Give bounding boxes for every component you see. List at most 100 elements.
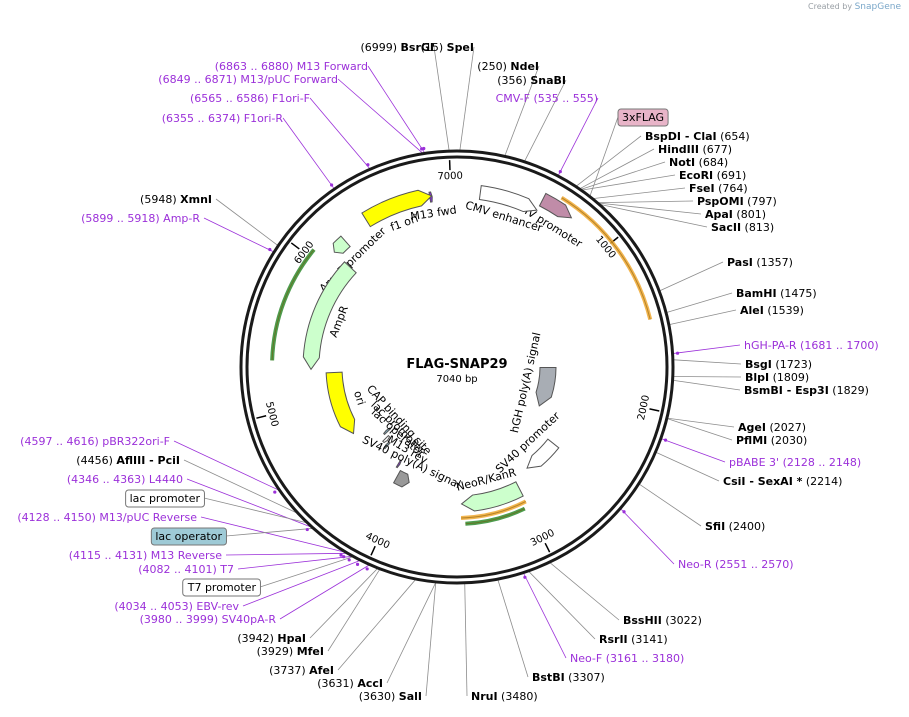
enzyme-position: (1357) xyxy=(753,256,793,269)
label-rsrii: RsrII (3141) xyxy=(599,633,668,646)
feature-neor xyxy=(460,481,524,512)
leader-m13-puc-reverse xyxy=(200,516,344,553)
enzyme-name: BsmBI xyxy=(744,384,783,397)
cmv-f-arc-edge xyxy=(561,197,651,320)
feature-f1-ori xyxy=(361,189,433,228)
label-bsgi: BsgI (1723) xyxy=(745,358,812,371)
primer-label-text: hGH-PA-R (1681 .. 1700) xyxy=(744,339,879,352)
enzyme-name: SacII xyxy=(711,221,741,234)
label-ecori: EcoRI (691) xyxy=(679,169,746,182)
leader-bsmbi-esp3i xyxy=(673,379,741,391)
enzyme-position: (15) xyxy=(421,41,447,54)
leader-cmv-f xyxy=(558,97,599,176)
label-m13-puc-forward: (6849 .. 6871) M13/pUC Forward xyxy=(158,73,424,151)
enzyme-name: SfiI xyxy=(705,520,725,533)
label-pflmi: PflMI (2030) xyxy=(736,434,807,447)
enzyme-label-text: BssHII (3022) xyxy=(623,614,702,627)
enzyme-label-text: PspOMI (797) xyxy=(697,195,777,208)
label-hindiii: HindIII (677) xyxy=(658,143,732,156)
enzyme-position: (677) xyxy=(699,143,732,156)
leader-sali xyxy=(425,582,437,697)
enzyme-label-text: PasI (1357) xyxy=(727,256,793,269)
feature-lac-promoter xyxy=(382,434,391,444)
label-blpi: BlpI (1809) xyxy=(745,371,809,384)
label-bsshii: BssHII (3022) xyxy=(623,614,702,627)
enzyme-label-text: (15) SpeI xyxy=(421,41,474,54)
enzyme-position: (3022) xyxy=(662,614,702,627)
enzyme-position: (3631) xyxy=(317,677,357,690)
primer-marker xyxy=(366,163,370,167)
leader-blpi xyxy=(673,376,742,378)
primer-marker xyxy=(663,438,668,442)
label-apai: ApaI (801) xyxy=(705,208,766,221)
feature-cmv-promoter xyxy=(538,192,573,219)
primer-label-text: (6849 .. 6871) M13/pUC Forward xyxy=(158,73,338,86)
label-neo-r: Neo-R (2551 .. 2570) xyxy=(622,510,794,571)
enzyme-label-text: (3942) HpaI xyxy=(237,632,306,645)
leader-agei xyxy=(667,417,735,428)
enzyme-name: SalI xyxy=(399,690,422,703)
enzyme-name: AfeI xyxy=(309,664,334,677)
label-ebv-rev: (4034 .. 4053) EBV-rev xyxy=(114,562,360,613)
enzyme-position: (5948) xyxy=(140,193,180,206)
label-sali: (3630) SalI xyxy=(359,690,422,703)
enzyme-name: RsrII xyxy=(599,633,628,646)
enzyme-position: (797) xyxy=(744,195,777,208)
enzyme-position: (684) xyxy=(695,156,728,169)
leader-t7 xyxy=(237,556,352,570)
enzyme-name-2: - ClaI xyxy=(681,130,717,143)
label-aflii-pcii: (4456) AflIII - PciI xyxy=(76,454,180,467)
backbone xyxy=(239,149,675,585)
leader-3xflag-label xyxy=(589,116,619,196)
feature-sv40-polya xyxy=(392,469,410,488)
label-lac-operator-label: lac operator xyxy=(150,527,227,546)
scale-tick xyxy=(290,242,300,250)
enzyme-position: (654) xyxy=(717,130,750,143)
enzyme-label-text: NruI (3480) xyxy=(471,690,538,703)
enzyme-name: BsrGI xyxy=(401,41,434,54)
leader-sfii xyxy=(639,483,702,527)
enzyme-label-text: SfiI (2400) xyxy=(705,520,765,533)
scale-tick-label: 4000 xyxy=(364,531,392,552)
label-f1ori-r: (6355 .. 6374) F1ori-R xyxy=(162,112,334,187)
label-nrui: NruI (3480) xyxy=(471,690,538,703)
enzyme-label-text: BsmBI - Esp3I (1829) xyxy=(744,384,869,397)
leader-alei xyxy=(669,309,737,325)
label-m13-puc-reverse: (4128 .. 4150) M13/pUC Reverse xyxy=(17,511,343,557)
leader-acci xyxy=(386,582,436,684)
feature-cap-site xyxy=(383,427,392,436)
leader-bspdi-clai xyxy=(576,135,642,187)
primer-label-text: Neo-R (2551 .. 2570) xyxy=(678,558,794,571)
enzyme-name: NotI xyxy=(669,156,695,169)
enzyme-name: PasI xyxy=(727,256,753,269)
label-cmv-f: CMV-F (535 .. 555) xyxy=(496,92,598,174)
primer-label-text: pBABE 3' (2128 .. 2148) xyxy=(729,456,861,469)
enzyme-position: (3929) xyxy=(257,645,297,658)
enzyme-name: BlpI xyxy=(745,371,769,384)
enzyme-position: (1475) xyxy=(777,287,817,300)
primer-label-text: (6863 .. 6880) M13 Forward xyxy=(215,60,368,73)
leader-afei xyxy=(337,579,416,671)
label-csii-sexai: CsiI - SexAI * (2214) xyxy=(723,475,842,488)
primer-label-text: (4597 .. 4616) pBR322ori-F xyxy=(20,435,170,448)
label-sacii: SacII (813) xyxy=(711,221,774,234)
primer-label-text: (4034 .. 4053) EBV-rev xyxy=(114,600,239,613)
enzyme-name: SpeI xyxy=(447,41,474,54)
leader-fsei xyxy=(593,187,686,199)
feature-lac-operator xyxy=(383,441,391,450)
backbone-inner-strand xyxy=(245,155,669,579)
leader-ecori xyxy=(582,174,676,191)
label-fsei: FseI (764) xyxy=(689,182,748,195)
enzyme-position: (1723) xyxy=(772,358,812,371)
box-label-text: lac operator xyxy=(155,530,222,543)
primer-marker xyxy=(622,510,626,514)
primer-marker xyxy=(675,351,680,355)
primer-label-text: (4346 .. 4363) L4440 xyxy=(67,473,183,486)
primer-label-text: (4115 .. 4131) M13 Reverse xyxy=(69,549,222,562)
enzyme-name: AgeI xyxy=(738,421,766,434)
leader-rsrii xyxy=(528,571,596,640)
label-t7: (4082 .. 4101) T7 xyxy=(138,558,351,576)
enzyme-name: CsiI xyxy=(723,475,745,488)
enzyme-label-text: (3929) MfeI xyxy=(257,645,324,658)
label-sfii: SfiI (2400) xyxy=(705,520,765,533)
